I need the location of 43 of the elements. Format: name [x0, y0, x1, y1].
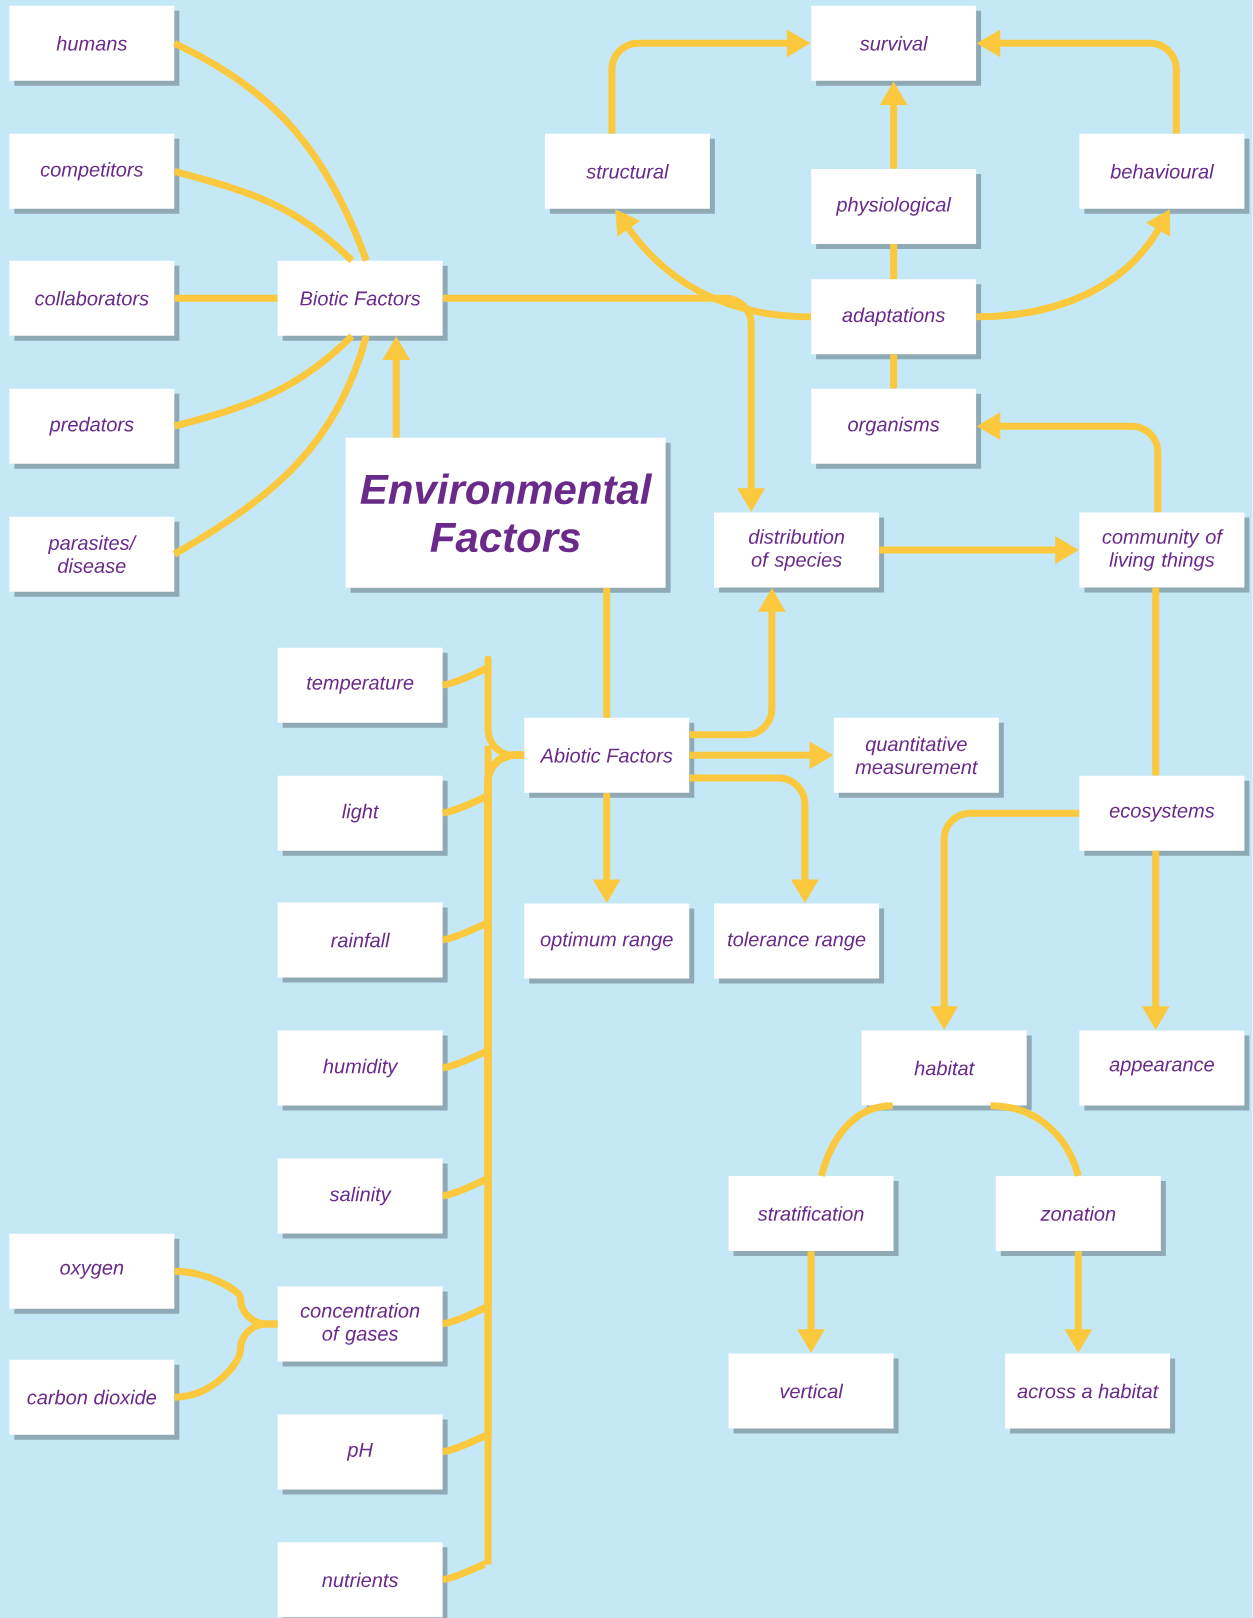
concept-box: parasites/ disease: [9, 516, 180, 597]
concept-box: oxygen: [9, 1233, 180, 1314]
connector-line: [172, 334, 370, 558]
concept-box: zonation: [996, 1176, 1166, 1256]
connector-line: [173, 40, 370, 262]
concept-box: predators: [9, 388, 180, 469]
concept-box: behavioural: [1079, 133, 1250, 214]
concept-box: adaptations: [811, 279, 982, 360]
connector-line: [173, 333, 355, 430]
concept-box: rainfall: [277, 902, 448, 983]
concept-box: quantitative measurement: [833, 717, 1004, 798]
connector-line: [173, 167, 355, 264]
concept-box: light: [277, 775, 448, 856]
concept-box: survival: [811, 5, 982, 86]
title-box: Environmental Factors: [345, 437, 671, 593]
concept-box: nutrients: [277, 1542, 448, 1618]
concept-box: pH: [277, 1414, 448, 1495]
concept-box: distribution of species: [714, 512, 885, 593]
concept-box: physiological: [811, 168, 982, 249]
concept-box: competitors: [9, 133, 180, 214]
concept-box: community of living things: [1079, 512, 1250, 593]
concept-box: humidity: [277, 1030, 448, 1111]
connector-line: [1152, 587, 1160, 776]
concept-box: across a habitat: [1005, 1353, 1176, 1434]
connector-line: [990, 1102, 1082, 1177]
concept-box: vertical: [728, 1353, 899, 1434]
concept-box: tolerance range: [714, 903, 885, 984]
concept-box: collaborators: [9, 260, 180, 341]
concept-box: Biotic Factors: [277, 260, 448, 341]
concept-box: concentration of gases: [277, 1286, 448, 1367]
concept-box: organisms: [811, 388, 982, 469]
concept-box: optimum range: [524, 903, 695, 984]
concept-box: salinity: [277, 1158, 448, 1239]
concept-box: habitat: [861, 1030, 1032, 1111]
concept-box: carbon dioxide: [9, 1359, 180, 1440]
concept-box: temperature: [277, 647, 448, 728]
connector-line: [442, 751, 525, 1584]
concept-box: Abiotic Factors: [524, 717, 695, 798]
concept-box: humans: [9, 5, 180, 86]
concept-box: ecosystems: [1079, 775, 1250, 856]
concept-box: appearance: [1079, 1030, 1250, 1111]
concept-box: stratification: [728, 1176, 899, 1256]
concept-box: structural: [545, 133, 716, 214]
